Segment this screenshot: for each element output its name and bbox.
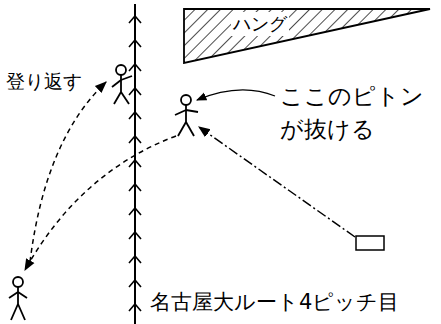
leader-line (197, 90, 275, 100)
overhang-shape (183, 8, 431, 64)
climb-back-path (30, 82, 106, 262)
route-arrow (129, 112, 141, 119)
route-arrow (129, 280, 141, 287)
route-arrow (129, 208, 141, 215)
hatched-triangle (184, 9, 430, 63)
route-arrow (129, 64, 141, 71)
route-arrow (129, 16, 141, 23)
overhang-region: ハング (183, 8, 431, 64)
belay-point (356, 236, 384, 250)
fall-path (25, 136, 176, 270)
climber-figure (112, 65, 132, 104)
action-label: 登り返す (6, 70, 82, 93)
route-arrow (129, 304, 141, 311)
climber-figure (175, 95, 198, 136)
route-arrow (129, 88, 141, 95)
climber-figure (9, 277, 27, 320)
climbing-route (129, 4, 141, 324)
note-label: ここのピトン が抜ける (280, 80, 425, 147)
route-arrow (129, 232, 141, 239)
caption: 名古屋大ルート4ピッチ目 (150, 290, 399, 315)
route-arrow (129, 40, 141, 47)
route-arrow (129, 136, 141, 143)
route-arrow (129, 256, 141, 263)
region-label: ハング (231, 12, 289, 36)
route-arrow (129, 184, 141, 191)
route-arrow (129, 160, 141, 167)
